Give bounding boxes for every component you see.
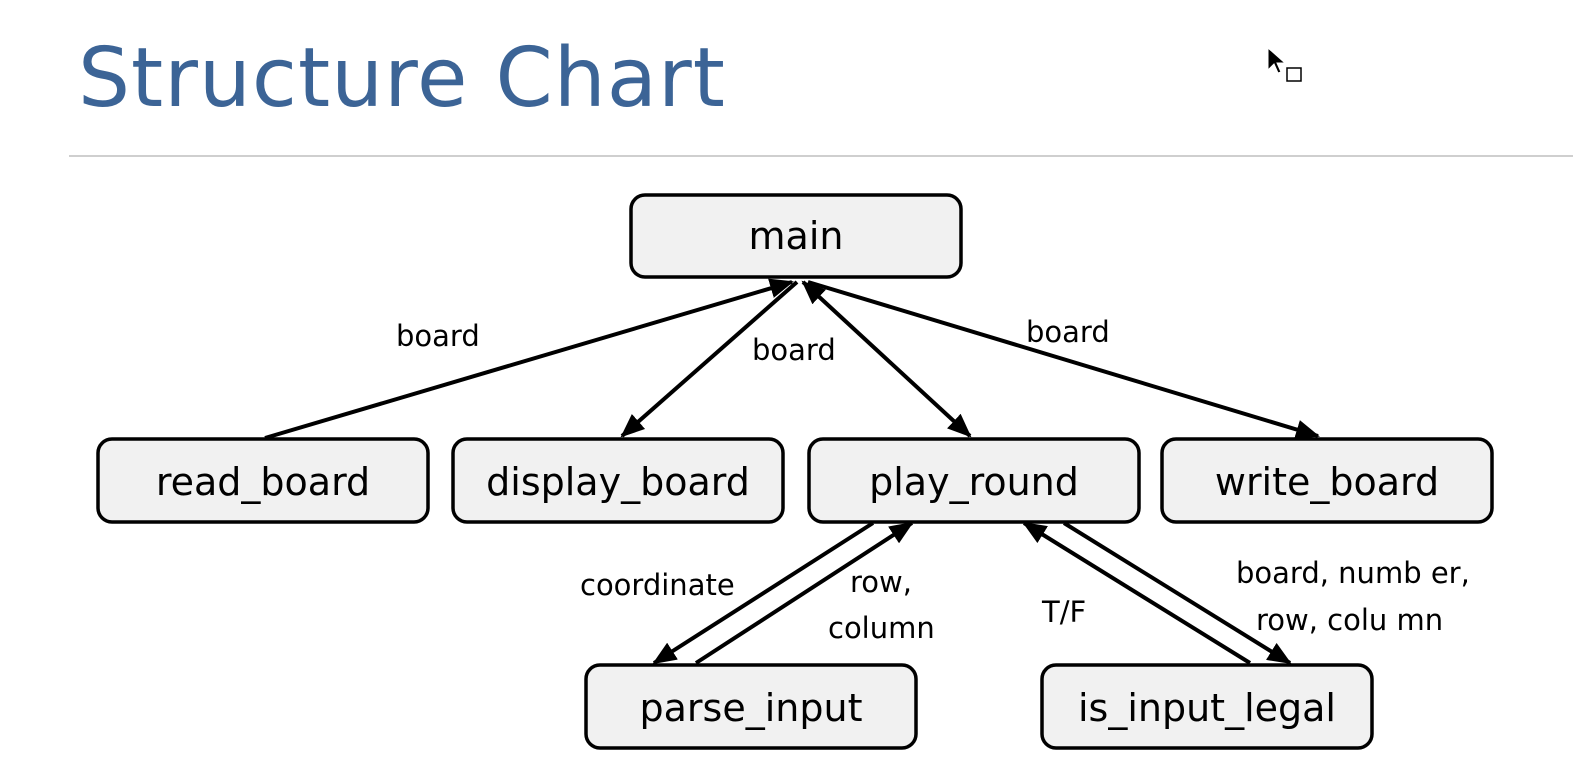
- node-label-parse-input: parse_input: [640, 686, 863, 730]
- edge-label-row-column-line-1: row,: [850, 565, 912, 599]
- edge-label-t-f: T/F: [1041, 595, 1086, 629]
- edge-label-coordinate: coordinate: [580, 568, 735, 602]
- edge-label-board-number-line-2: row, colu mn: [1256, 603, 1443, 637]
- node-label-read-board: read_board: [156, 460, 370, 504]
- node-display-board: display_board: [451, 437, 785, 524]
- node-label-main: main: [749, 214, 844, 258]
- node-play-round: play_round: [807, 437, 1141, 524]
- edge-is-input-legal-to-play-round: [1022, 521, 1252, 665]
- node-is-input-legal: is_input_legal: [1040, 663, 1374, 750]
- node-main: main: [629, 193, 963, 279]
- node-label-display-board: display_board: [486, 460, 750, 504]
- node-parse-input: parse_input: [584, 663, 918, 750]
- page-title: Structure Chart: [78, 31, 726, 126]
- edge-label-board-number-line-1: board, numb er,: [1236, 556, 1470, 590]
- node-label-write-board: write_board: [1215, 460, 1439, 504]
- node-read-board: read_board: [96, 437, 430, 524]
- edge-parse-input-to-play-round: [694, 521, 914, 665]
- title-divider: [69, 155, 1573, 157]
- edges: [264, 278, 1320, 665]
- node-label-is-input-legal: is_input_legal: [1078, 686, 1336, 730]
- edge-label-row-column-line-2: column: [828, 611, 935, 645]
- edge-label-display-board: board: [752, 333, 836, 367]
- edge-labels: board board board coordinate row, column…: [396, 315, 1470, 645]
- node-label-play-round: play_round: [869, 460, 1079, 504]
- edge-play-round-to-parse-input: [652, 521, 875, 665]
- node-write-board: write_board: [1160, 437, 1494, 524]
- edge-main-play-round: [801, 280, 972, 438]
- edge-label-read-board: board: [396, 319, 480, 353]
- edge-play-round-to-is-input-legal: [1062, 521, 1292, 665]
- mouse-pointer-icon: [1267, 46, 1302, 82]
- edge-main-to-display-board: [620, 280, 799, 438]
- edge-label-write-board: board: [1026, 315, 1110, 349]
- edge-read-board-to-main: [264, 278, 794, 440]
- edge-main-to-write-board: [807, 280, 1320, 440]
